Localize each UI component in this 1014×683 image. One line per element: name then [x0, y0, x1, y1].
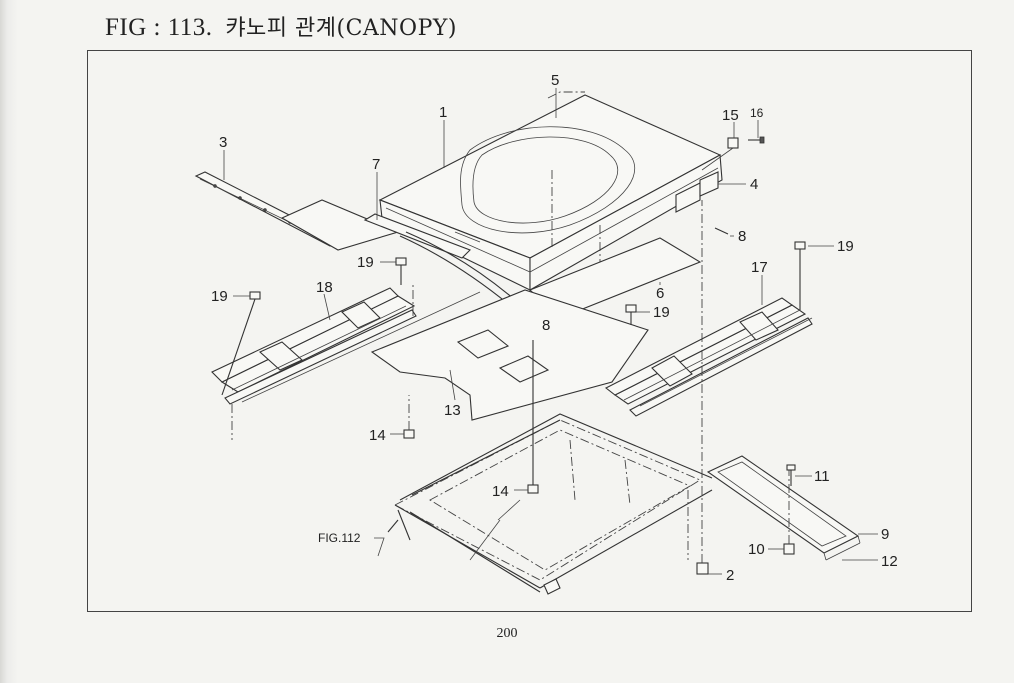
callout-13: 13 [444, 402, 461, 419]
callout-19-left: 19 [357, 254, 374, 271]
callout-6: 6 [656, 285, 664, 302]
lower-canopy-frame [387, 413, 713, 595]
scan-binding-edge [0, 0, 18, 683]
figure-number: FIG : 113. [105, 14, 213, 41]
diagram-frame [87, 50, 972, 612]
callout-1: 1 [439, 104, 447, 121]
right-rail-assembly [604, 297, 813, 417]
bolt-19-far-left [221, 291, 261, 396]
callout-8-trim: 8 [542, 317, 550, 334]
callout-19-right: 19 [837, 238, 854, 255]
screw-14-left [403, 395, 415, 439]
callout-fig-112-ref: FIG.112 [318, 531, 361, 545]
callout-2: 2 [726, 567, 734, 584]
callout-4: 4 [750, 176, 758, 193]
fasteners [221, 136, 806, 575]
left-rail-assembly [211, 285, 481, 440]
callout-11: 11 [814, 468, 830, 485]
headliner-board [370, 289, 649, 421]
callout-3: 3 [219, 134, 227, 151]
callout-14-left: 14 [369, 427, 386, 444]
screw-11 [786, 464, 796, 486]
page-number: 200 [496, 626, 518, 641]
bolt-19-right [794, 241, 806, 310]
screw-16 [748, 136, 765, 144]
callout-9: 9 [881, 526, 889, 543]
callout-19-far-left: 19 [211, 288, 228, 305]
callout-5: 5 [551, 72, 559, 89]
figure-title: FIG : 113. 캬노피 관계(CANOPY) [105, 10, 457, 42]
callout-19-center: 19 [653, 304, 670, 321]
callout-12: 12 [881, 553, 898, 570]
bolt-19-left [395, 257, 407, 285]
nut-15 [701, 137, 739, 171]
callout-7: 7 [372, 156, 380, 173]
callout-18: 18 [316, 279, 333, 296]
callout-8-roof: 8 [738, 228, 746, 245]
callout-16: 16 [750, 106, 764, 120]
bolt-8-roof [714, 227, 729, 235]
callout-15: 15 [722, 107, 739, 124]
figure-name: 캬노피 관계(CANOPY) [225, 16, 458, 41]
screw-14-center [527, 340, 539, 494]
visor-tray [706, 455, 861, 561]
callout-17: 17 [751, 259, 768, 276]
nut-2 [696, 200, 709, 575]
callout-14-center: 14 [492, 483, 509, 500]
callout-numbers: 1 5 3 7 15 16 4 8 19 17 19 19 18 6 19 8 … [211, 72, 898, 584]
leader-lines [223, 88, 878, 575]
callout-10: 10 [748, 541, 765, 558]
bolt-19-center [625, 304, 637, 325]
front-weather-strip [194, 171, 400, 251]
